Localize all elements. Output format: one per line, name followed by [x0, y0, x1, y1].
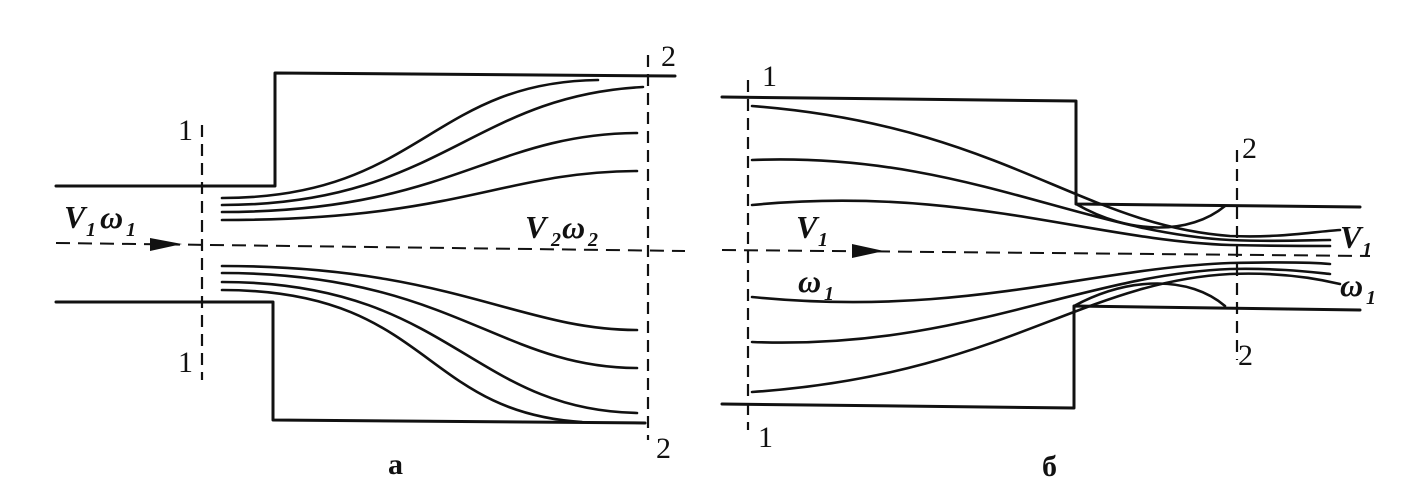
panel-a-outlet-area: ω	[562, 209, 585, 245]
panel-b-lower-eddy	[1072, 282, 1227, 308]
panel-b-lower-wall	[720, 304, 1362, 410]
panel-b-upper-wall	[720, 95, 1362, 209]
panel-a-lower-streamlines	[220, 264, 639, 424]
panel-b-caption: б	[1042, 450, 1057, 483]
panel-b-upper-streamlines	[750, 104, 1342, 248]
panel-b-outlet-area-sub: 1	[1366, 287, 1376, 309]
panel-b-centerline	[721, 249, 1371, 257]
panel-b-outlet-velocity-sub: 1	[1362, 239, 1372, 261]
panel-a-inlet-velocity-sub: 1	[86, 219, 96, 241]
panel-b-section-1-bottom-label: 1	[758, 421, 773, 454]
panel-b-inlet-arrow	[852, 244, 884, 258]
panel-a-upper-streamlines	[220, 78, 645, 222]
panel-b-inlet-area-sub: 1	[824, 283, 834, 305]
panel-a-expansion: 1 1 2 2 V 1 ω 1 V 2 ω 2 а	[54, 40, 686, 481]
panel-b-lower-streamlines	[750, 261, 1342, 394]
panel-a-section-1-top-label: 1	[178, 114, 193, 147]
panel-a-outlet-velocity: V	[525, 209, 549, 245]
panel-b-upper-eddy	[1074, 202, 1227, 229]
panel-a-outlet-velocity-sub: 2	[550, 229, 561, 251]
panel-b-section-2-top-label: 2	[1242, 132, 1257, 165]
panel-a-section-2-top-label: 2	[661, 40, 676, 73]
panel-b-inlet-velocity: V	[796, 209, 820, 245]
panel-b-outlet-area: ω	[1340, 267, 1363, 303]
panel-b-outlet-velocity: V	[1340, 219, 1364, 255]
panel-a-centerline	[55, 242, 686, 252]
panel-b-contraction: 1 1 2 2 V 1 ω 1 V 1 ω 1 б	[720, 60, 1376, 483]
panel-a-inlet-velocity: V	[64, 199, 88, 235]
panel-b-section-2-bottom-label: 2	[1238, 339, 1253, 372]
panel-a-inlet-area-sub: 1	[126, 219, 136, 241]
panel-a-lower-wall	[54, 300, 647, 425]
panel-a-outlet-area-sub: 2	[587, 229, 598, 251]
panel-b-inlet-area: ω	[798, 263, 821, 299]
panel-a-upper-wall	[54, 71, 677, 188]
panel-a-inlet-arrow	[150, 238, 182, 251]
panel-b-section-1-top-label: 1	[762, 60, 777, 93]
panel-b-inlet-velocity-sub: 1	[818, 229, 828, 251]
panel-a-section-2-bottom-label: 2	[656, 432, 671, 465]
panel-a-section-1-bottom-label: 1	[178, 346, 193, 379]
panel-a-inlet-area: ω	[100, 199, 123, 235]
panel-a-caption: а	[388, 448, 403, 481]
